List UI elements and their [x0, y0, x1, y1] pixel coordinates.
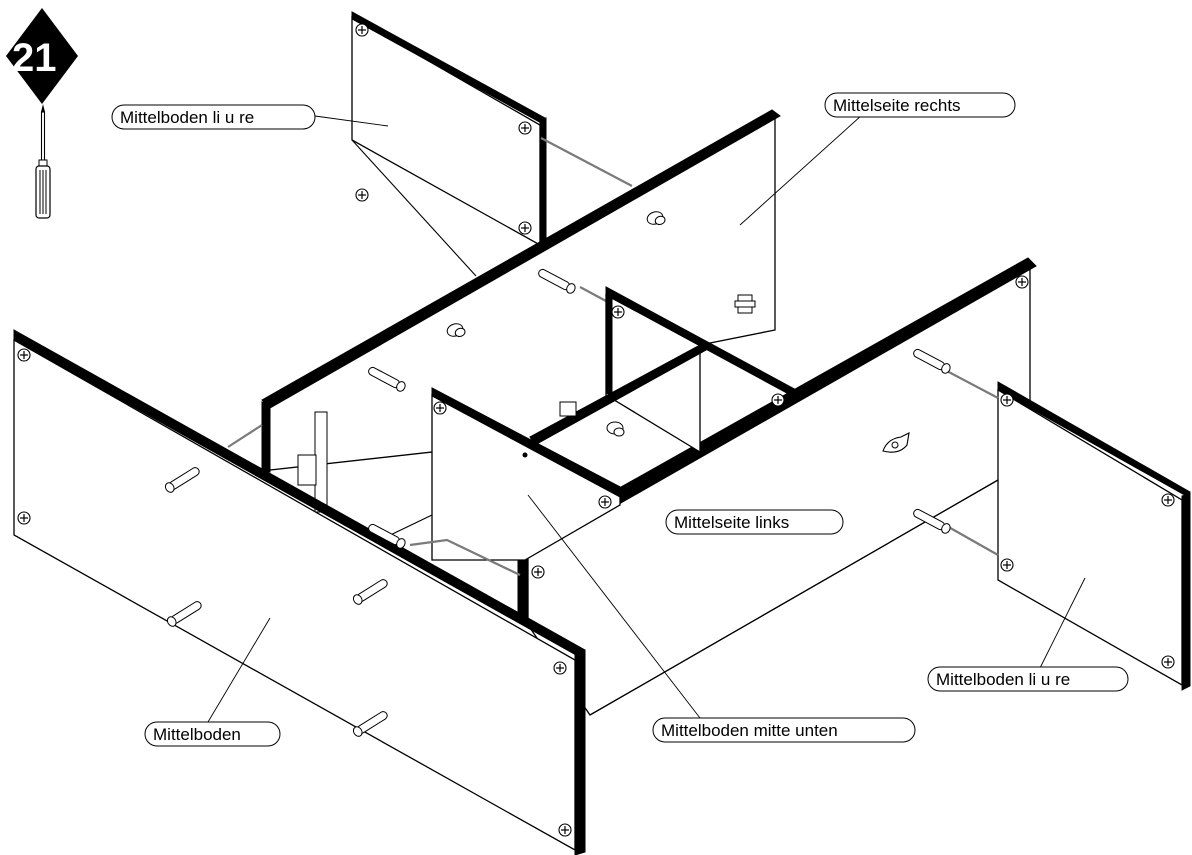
leader-lines: [207, 114, 1086, 723]
label-text: Mittelboden mitte unten: [661, 721, 838, 740]
panel-middle-back: [529, 286, 801, 454]
cam-lock-fitting: [882, 432, 910, 453]
label-text: Mittelboden li u re: [936, 670, 1070, 689]
step-diamond: [6, 8, 78, 104]
label-mittelseite-rechts: Mittelseite rechts: [824, 92, 1016, 118]
label-mittelboden-front: Mittelboden: [144, 721, 281, 747]
step-number: 21: [12, 36, 57, 80]
label-text: Mittelseite rechts: [833, 96, 961, 115]
panel-mittelboden-top: [351, 11, 547, 277]
label-mittelboden-mitte-unten: Mittelboden mitte unten: [652, 717, 916, 743]
label-mittelboden-right: Mittelboden li u re: [927, 666, 1129, 692]
panel-mittelboden-mitte-unten: [379, 387, 627, 561]
bracket-fitting: [734, 294, 756, 314]
panel-right-long: [517, 257, 1037, 716]
panel-mittelboden-right: [997, 381, 1191, 691]
label-mittelboden-top: Mittelboden li u re: [111, 104, 316, 130]
label-text: Mittelseite links: [674, 513, 789, 532]
label-text: Mittelboden: [153, 725, 241, 744]
center-bracket: [559, 401, 577, 417]
panel-mittelboden-front: [13, 329, 586, 855]
label-mittelseite-links: Mittelseite links: [665, 509, 844, 535]
step-badge: 21: [6, 8, 78, 104]
dowel-pins: [164, 268, 951, 737]
label-text: Mittelboden li u re: [120, 108, 254, 127]
screwdriver-icon: [35, 104, 51, 219]
center-dowel: [606, 421, 625, 437]
